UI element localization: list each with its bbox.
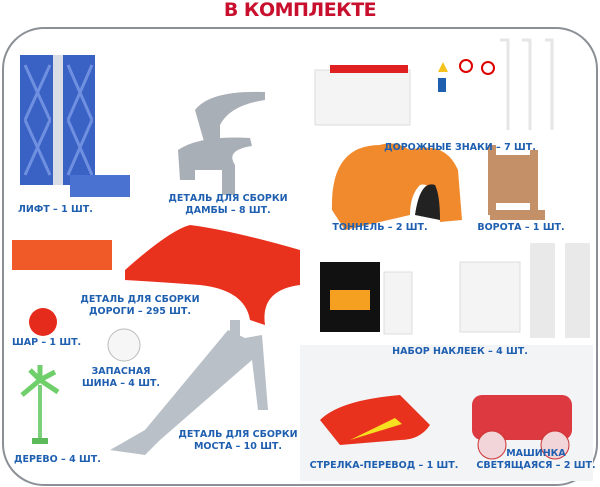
label-switch: СТРЕЛКА-ПЕРЕВОД – 1 ШТ.: [309, 460, 459, 471]
dam-piece-image: [178, 91, 265, 195]
label-bridge-line1: ДЕТАЛЬ ДЛЯ СБОРКИ: [178, 429, 298, 440]
switch-track-image: [320, 395, 430, 445]
label-tunnel: ТОННЕЛЬ – 2 ШТ.: [332, 222, 428, 233]
sticker-sheets-image: [320, 243, 590, 338]
label-tire-line2: ШИНА – 4 ШТ.: [81, 378, 161, 389]
road-sign-set-image: [314, 38, 554, 130]
label-road-line1: ДЕТАЛЬ ДЛЯ СБОРКИ: [80, 294, 200, 305]
gate-image: [488, 145, 545, 220]
label-ball: ШАР – 1 ШТ.: [12, 337, 82, 348]
ball-image: [29, 308, 57, 336]
tunnel-image: [331, 143, 462, 230]
bridge-piece-image: [110, 320, 268, 455]
label-road-line2: ДОРОГИ – 295 ШТ.: [89, 306, 191, 317]
contents-frame: [2, 27, 598, 486]
label-road-signs: ДОРОЖНЫЕ ЗНАКИ – 7 ШТ.: [384, 142, 536, 153]
glowing-car-image: [472, 395, 572, 460]
label-gate: ВОРОТА – 1 ШТ.: [477, 222, 565, 233]
tree-image: [20, 365, 60, 444]
label-tire-line1: ЗАПАСНАЯ: [91, 366, 151, 377]
tire-image: [107, 328, 141, 362]
label-car-line1: МАШИНКА: [506, 448, 566, 459]
label-tree: ДЕРЕВО – 4 ШТ.: [14, 454, 101, 465]
label-dam-line2: ДАМБЫ – 8 ШТ.: [185, 205, 271, 216]
label-lift: ЛИФТ – 1 ШТ.: [18, 204, 93, 215]
lift-image: [20, 55, 130, 197]
label-bridge-line2: МОСТА – 10 ШТ.: [193, 441, 283, 452]
label-stickers: НАБОР НАКЛЕЕК – 4 ШТ.: [392, 346, 528, 357]
page-title: В КОМПЛЕКТЕ: [223, 0, 377, 21]
label-dam-line1: ДЕТАЛЬ ДЛЯ СБОРКИ: [168, 193, 288, 204]
road-piece-image: [12, 225, 300, 325]
label-car-line2: СВЕТЯЩАЯСЯ – 2 ШТ.: [476, 460, 596, 471]
